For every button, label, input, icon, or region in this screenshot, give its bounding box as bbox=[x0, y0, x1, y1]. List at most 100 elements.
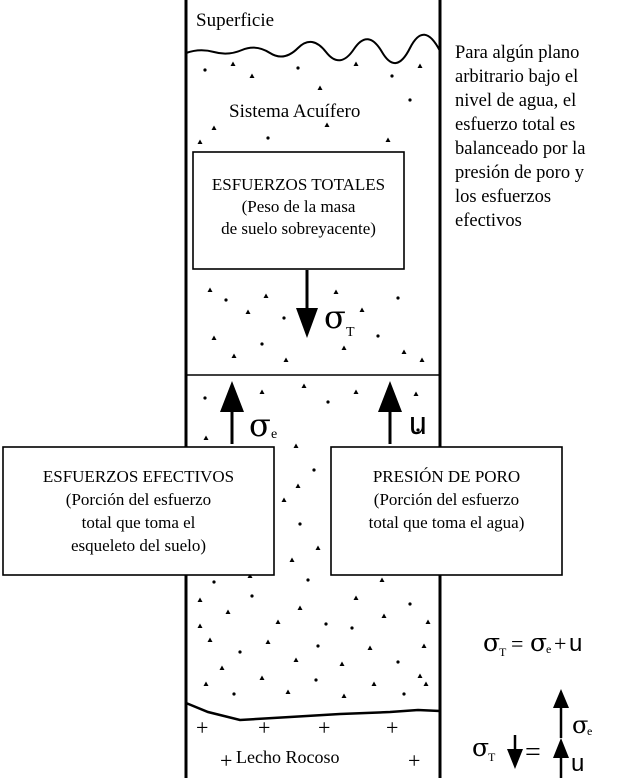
balance-bottom-symbol: u bbox=[571, 750, 584, 777]
balance-up-arrow-top-head bbox=[553, 689, 569, 708]
soil-grain bbox=[225, 609, 231, 614]
soil-grain bbox=[266, 136, 270, 140]
pore-pressure-arrow-head bbox=[378, 381, 402, 412]
soil-grain bbox=[413, 391, 419, 396]
equation-plus: + bbox=[554, 631, 566, 656]
effective-stress-box bbox=[2, 446, 275, 576]
bedrock-boundary-line bbox=[185, 701, 441, 722]
soil-grain bbox=[402, 692, 406, 696]
soil-grain bbox=[232, 692, 236, 696]
soil-grain bbox=[359, 307, 365, 312]
soil-grain bbox=[230, 61, 236, 66]
note-line: Para algún plano bbox=[455, 43, 579, 63]
surface-label: Superficie bbox=[196, 10, 274, 31]
note-line: los esfuerzos bbox=[455, 187, 551, 207]
soil-grain bbox=[283, 357, 289, 362]
balance-equals: = bbox=[525, 737, 541, 768]
soil-grain bbox=[306, 578, 310, 582]
bedrock-cross: + bbox=[318, 715, 330, 740]
balance-top-symbol: σ bbox=[572, 711, 588, 739]
equation-lhs-symbol: σ bbox=[483, 628, 500, 657]
note-line: nivel de agua, el bbox=[455, 91, 576, 111]
note-line: esfuerzo total es bbox=[455, 115, 575, 135]
soil-grain bbox=[203, 435, 209, 440]
effective-stress-desc-3: esqueleto del suelo) bbox=[71, 536, 206, 555]
soil-grain bbox=[197, 623, 203, 628]
soil-grain bbox=[396, 296, 400, 300]
soil-grain bbox=[371, 681, 377, 686]
soil-grain bbox=[350, 626, 354, 630]
soil-grain bbox=[293, 443, 299, 448]
soil-grain bbox=[324, 122, 330, 127]
soil-grain bbox=[296, 66, 300, 70]
soil-grain bbox=[353, 61, 359, 66]
effective-stress-arrow-head bbox=[220, 381, 244, 412]
ground-surface-line bbox=[185, 33, 441, 64]
soil-grain bbox=[197, 139, 203, 144]
soil-grain bbox=[259, 389, 265, 394]
soil-grain bbox=[339, 661, 345, 666]
bedrock-label: Lecho Rocoso bbox=[236, 747, 339, 767]
total-stress-subscript: T bbox=[346, 325, 355, 340]
soil-grain bbox=[197, 597, 203, 602]
bedrock-cross: + bbox=[408, 748, 420, 773]
soil-grain bbox=[207, 287, 213, 292]
soil-grain bbox=[301, 383, 307, 388]
soil-grain bbox=[419, 357, 425, 362]
soil-grain bbox=[317, 85, 323, 90]
effective-stress-desc-1: (Porción del esfuerzo bbox=[66, 490, 211, 509]
bedrock-cross: + bbox=[386, 715, 398, 740]
note-line: efectivos bbox=[455, 211, 522, 231]
equation-equals: = bbox=[511, 631, 523, 656]
soil-grain bbox=[245, 309, 251, 314]
soil-grain bbox=[293, 657, 299, 662]
soil-grain bbox=[416, 428, 420, 432]
soil-grain bbox=[281, 497, 287, 502]
total-stress-symbol: σ bbox=[324, 298, 346, 336]
balance-up-arrow-bottom-head bbox=[553, 738, 569, 758]
soil-grain bbox=[212, 580, 216, 584]
soil-grain bbox=[324, 622, 328, 626]
balance-top-subscript: e bbox=[587, 724, 592, 738]
effective-stress-subscript: e bbox=[271, 427, 277, 442]
total-stress-arrow-head bbox=[296, 308, 318, 338]
soil-grain bbox=[408, 98, 412, 102]
note-line: balanceado por la bbox=[455, 139, 585, 159]
total-stress-desc-2: de suelo sobreyacente) bbox=[221, 219, 376, 238]
balance-left-symbol: σ bbox=[472, 733, 489, 762]
note-line: arbitrario bajo el bbox=[455, 67, 578, 87]
aquifer-label: Sistema Acuífero bbox=[229, 101, 360, 122]
soil-grain bbox=[224, 298, 228, 302]
soil-grain bbox=[263, 293, 269, 298]
effective-stress-title: ESFUERZOS EFECTIVOS bbox=[43, 467, 234, 486]
soil-grain bbox=[211, 125, 217, 130]
pore-pressure-desc-1: (Porción del esfuerzo bbox=[374, 490, 519, 509]
equation-u: u bbox=[569, 630, 582, 657]
soil-grain bbox=[260, 342, 264, 346]
soil-grain bbox=[353, 595, 359, 600]
equation-rhs-subscript: e bbox=[546, 642, 551, 656]
soil-grain bbox=[207, 637, 213, 642]
soil-grain bbox=[423, 681, 429, 686]
soil-grain bbox=[203, 396, 207, 400]
soil-grain bbox=[408, 602, 412, 606]
soil-grain bbox=[259, 675, 265, 680]
soil-grain bbox=[295, 483, 301, 488]
soil-grain bbox=[289, 557, 295, 562]
effective-stress-symbol: σ bbox=[249, 406, 271, 444]
soil-grain bbox=[238, 650, 242, 654]
total-stress-title: ESFUERZOS TOTALES bbox=[212, 175, 385, 194]
pore-pressure-symbol: u bbox=[409, 405, 427, 441]
total-stress-desc-1: (Peso de la masa bbox=[242, 197, 356, 216]
stress-equation: σ T = σ e + u bbox=[483, 628, 582, 659]
soil-grain bbox=[298, 522, 302, 526]
soil-grain bbox=[265, 639, 271, 644]
soil-grain bbox=[385, 137, 391, 142]
soil-grains bbox=[197, 61, 431, 698]
soil-grain bbox=[249, 73, 255, 78]
soil-grain bbox=[219, 665, 225, 670]
soil-grain bbox=[421, 643, 427, 648]
soil-grain bbox=[315, 545, 321, 550]
effective-stress-desc-2: total que toma el bbox=[82, 513, 196, 532]
